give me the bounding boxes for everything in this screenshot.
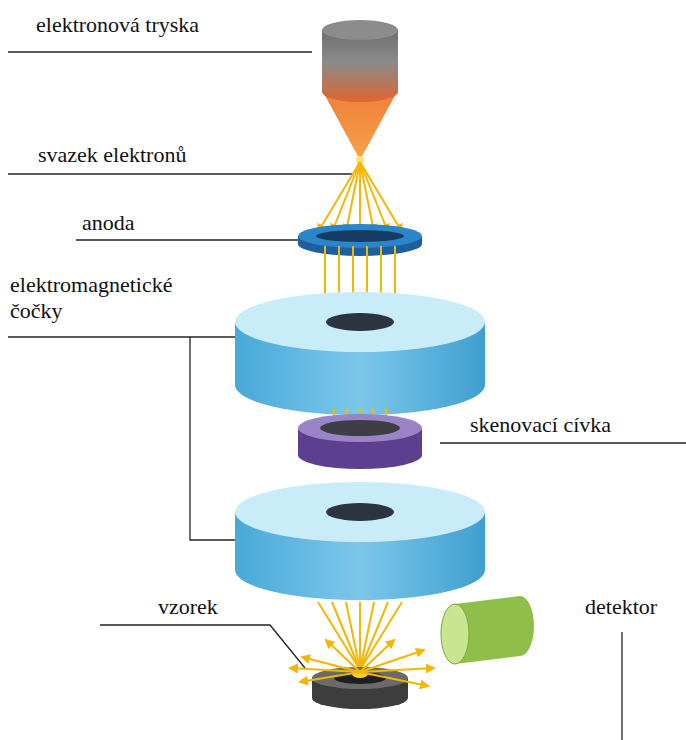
electron-ray (360, 162, 388, 232)
electron-beam (318, 162, 402, 232)
electron-ray (318, 162, 360, 232)
scanning-coil (298, 414, 422, 442)
electromagnetic-lens (326, 313, 394, 331)
electron-ray (326, 640, 360, 672)
leader-line (621, 632, 622, 740)
leader-line (8, 336, 236, 337)
leader-line (440, 442, 686, 443)
part-label: detektor (585, 594, 657, 620)
scattered-electrons (290, 640, 434, 686)
anode-ring (298, 224, 422, 248)
electron-beam (318, 602, 402, 670)
scanning-coil (298, 414, 422, 469)
gun-body (322, 30, 398, 102)
electromagnetic-lens (235, 292, 485, 352)
leader-line (8, 51, 312, 52)
leader-line (8, 173, 352, 174)
electromagnetic-lens (235, 482, 485, 600)
electron-ray (300, 672, 360, 682)
scanning-coil (320, 420, 400, 436)
gun-top (322, 20, 398, 40)
electron-ray (360, 162, 402, 232)
electron-ray (360, 672, 428, 686)
electron-ray (332, 162, 360, 232)
leader-lines (8, 52, 686, 740)
electromagnetic-lens (235, 292, 485, 415)
part-label: svazek elektronů (38, 142, 186, 168)
leader-line (100, 625, 305, 668)
part-label: vzorek (158, 594, 218, 620)
gun-cone (322, 30, 398, 160)
part-label: elektromagnetické čočky (10, 272, 188, 325)
leader-line (76, 239, 302, 240)
electron-ray (360, 668, 434, 672)
sample (312, 667, 408, 709)
electron-ray (359, 602, 361, 670)
electron-ray (290, 668, 360, 672)
electron-ray (318, 602, 360, 670)
electron-gun (322, 20, 398, 164)
detector (441, 596, 534, 664)
detector (441, 604, 469, 664)
part-label: elektronová tryska (36, 12, 199, 38)
anode-ring (316, 230, 404, 242)
electron-ray (346, 162, 360, 232)
electromagnetic-lens (235, 482, 485, 542)
electron-ray (359, 162, 361, 232)
electromagnetic-lens (326, 503, 394, 521)
part-label: skenovací cívka (470, 412, 611, 438)
part-label: anoda (82, 210, 135, 236)
lens-bracket (190, 337, 240, 540)
anode-ring (298, 224, 422, 256)
